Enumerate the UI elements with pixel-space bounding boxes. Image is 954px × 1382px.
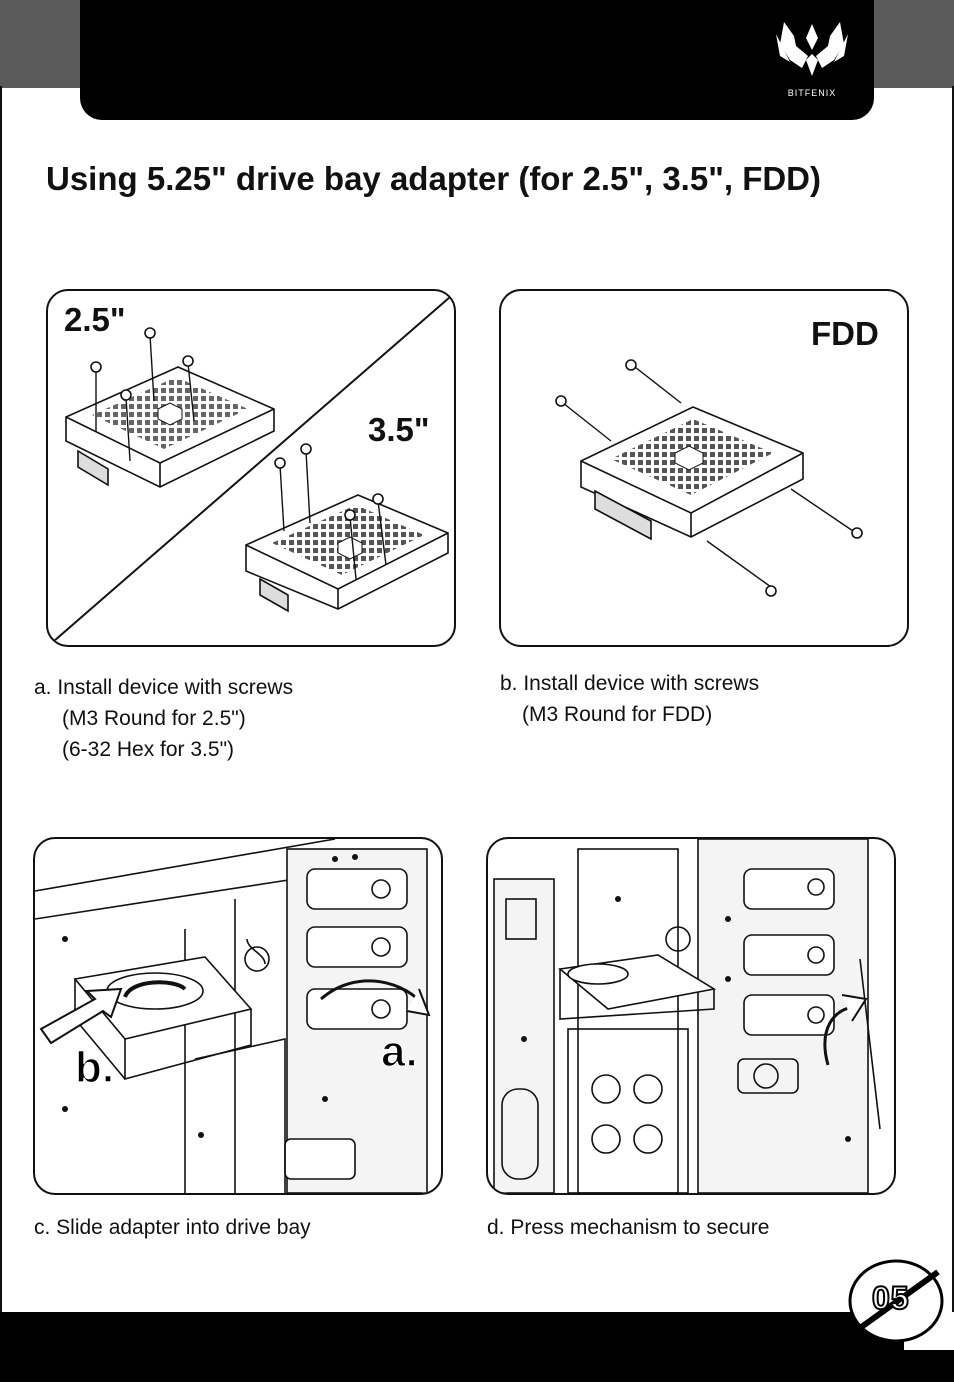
case-secure-illustration xyxy=(493,839,881,1193)
caption-d: d. Press mechanism to secure xyxy=(487,1216,770,1239)
step-marker-a: a. xyxy=(380,1026,418,1077)
header-corner-left xyxy=(0,0,80,88)
panel-c-slide-adapter: a. b. xyxy=(33,837,443,1195)
caption-c: c. Slide adapter into drive bay xyxy=(34,1216,311,1239)
caption-b-line1: b. Install device with screws xyxy=(500,672,760,695)
brand-logo: BITFENIX xyxy=(772,16,852,106)
phoenix-logo-icon xyxy=(776,22,848,76)
header-bar: BITFENIX xyxy=(80,0,874,120)
panel-d-press-mechanism xyxy=(486,837,896,1195)
header-corner-right xyxy=(874,0,954,88)
caption-a-line2: (M3 Round for 2.5") xyxy=(62,707,246,730)
fdd-adapter-illustration xyxy=(555,359,863,597)
panel-b-fdd-adapter: FDD xyxy=(499,289,909,647)
page-number-ring-icon xyxy=(848,1259,944,1343)
panel-a-hdd-adapter: 2.5" 3.5" xyxy=(46,289,456,647)
caption-a-line3: (6-32 Hex for 3.5") xyxy=(62,738,235,761)
caption-a-line1: a. Install device with screws xyxy=(34,676,294,699)
label-2-5-inch: 2.5" xyxy=(64,301,126,338)
page-title: Using 5.25" drive bay adapter (for 2.5",… xyxy=(46,160,822,197)
case-slide-illustration xyxy=(35,839,431,1193)
label-fdd: FDD xyxy=(811,315,879,352)
page-frame-right xyxy=(952,86,954,1312)
page-number: 05 xyxy=(871,1279,910,1317)
page-frame-left xyxy=(0,86,2,1312)
page-number-badge: 05 xyxy=(846,1258,946,1344)
caption-b: b. Install device with screws (M3 Round … xyxy=(500,668,759,730)
footer-corner xyxy=(904,1350,954,1382)
label-3-5-inch: 3.5" xyxy=(368,411,430,448)
hdd-adapter-illustration xyxy=(53,296,451,642)
caption-b-line2: (M3 Round for FDD) xyxy=(522,703,713,726)
step-marker-b: b. xyxy=(74,1042,115,1093)
brand-name: BITFENIX xyxy=(787,88,837,98)
footer-bar xyxy=(0,1312,904,1382)
caption-a: a. Install device with screws (M3 Round … xyxy=(34,672,293,765)
